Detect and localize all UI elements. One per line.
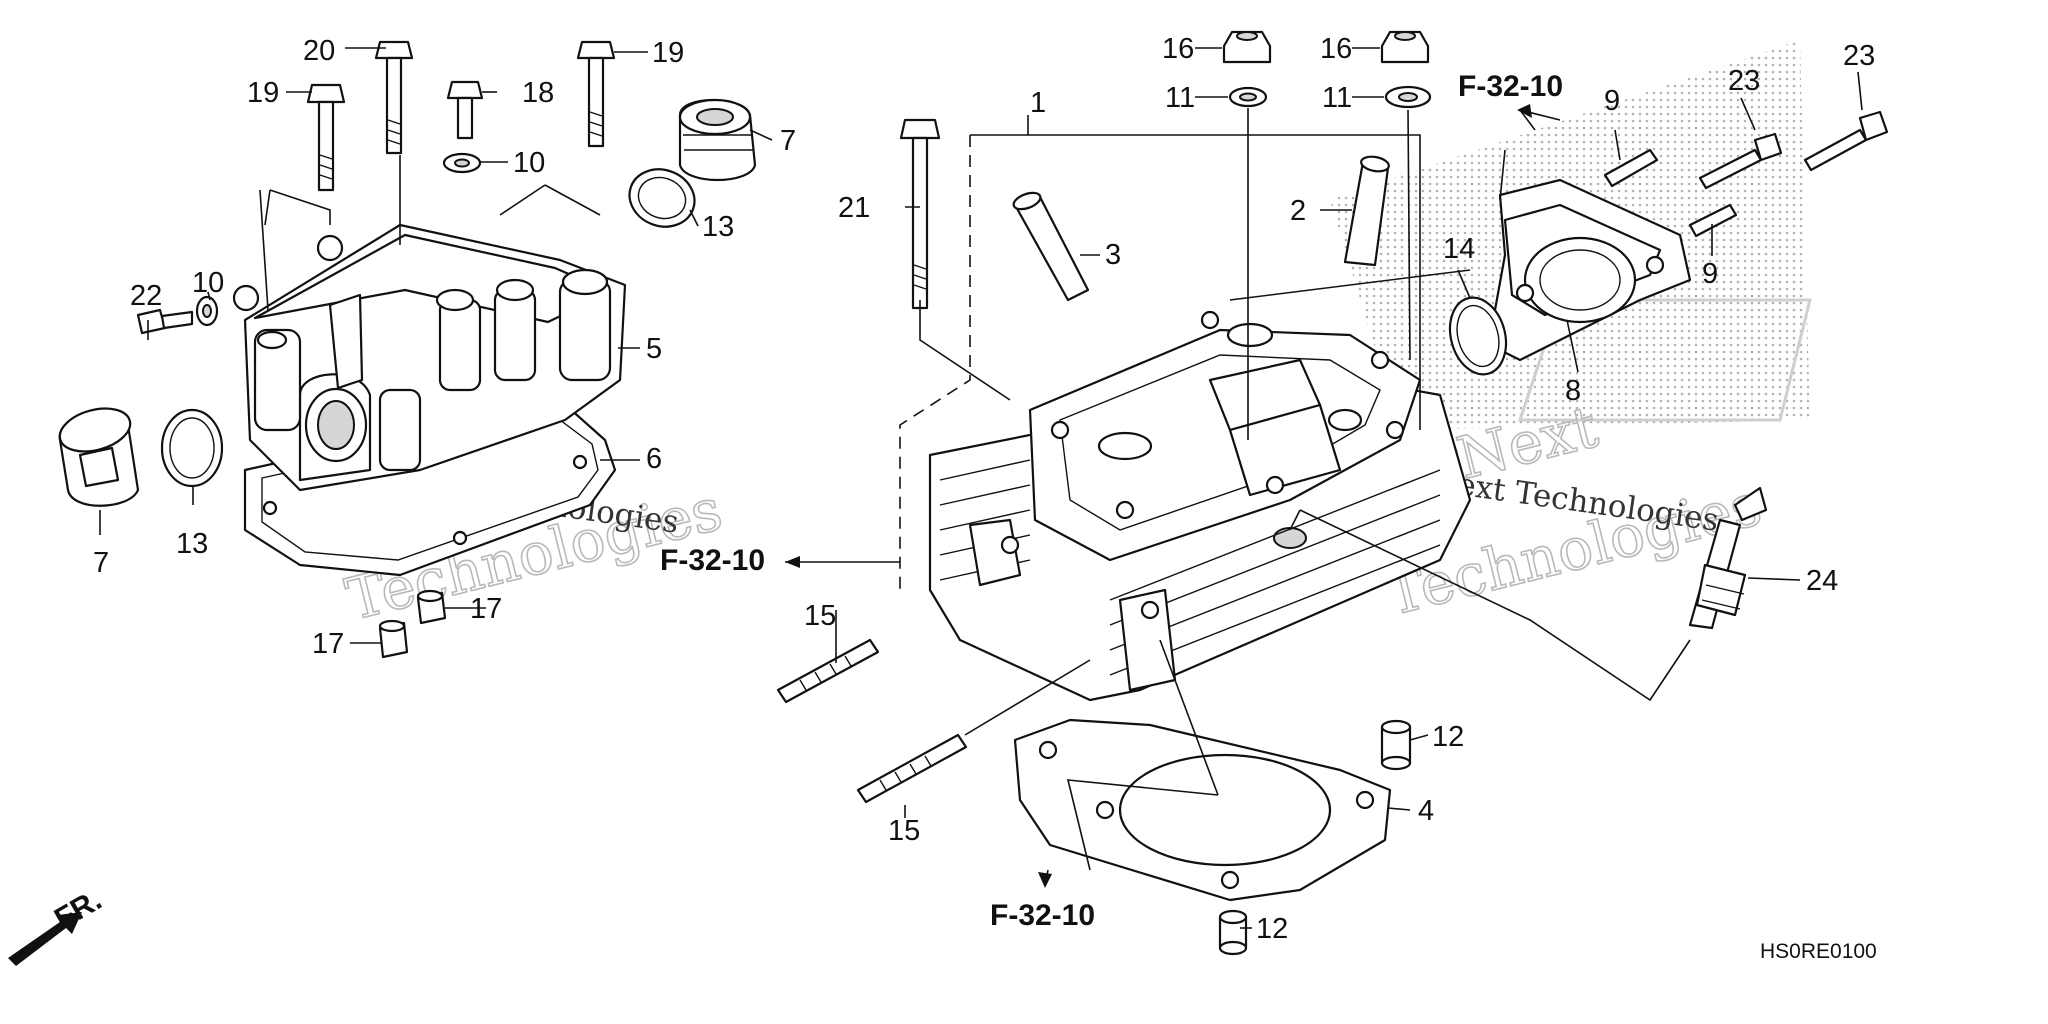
callout-21: 21 (838, 192, 870, 224)
bolt-18 (446, 80, 484, 140)
stud-15-lower (856, 733, 968, 804)
callout-labels: 1 2 3 4 5 6 7 7 8 9 9 10 10 11 11 12 12 … (93, 33, 1875, 945)
spark-plug-24 (1688, 486, 1768, 630)
cylinder-head-cover (232, 223, 627, 492)
callout-14: 14 (1443, 233, 1475, 265)
washer-10-top (442, 152, 482, 174)
callout-9-lower: 9 (1702, 258, 1718, 290)
callout-19-right: 19 (652, 37, 684, 69)
valve-guide-2 (1343, 155, 1390, 267)
callout-13-left: 13 (176, 528, 208, 560)
ref-f-32-10-bottom: F-32-10 (990, 899, 1095, 932)
callout-16-left: 16 (1162, 33, 1194, 65)
callout-3: 3 (1105, 239, 1121, 271)
bolt-21 (899, 118, 941, 310)
callout-10-top: 10 (513, 147, 545, 179)
reference-arrows (785, 104, 1532, 888)
o-ring-13-top (628, 168, 696, 228)
bolt-19-left (306, 83, 346, 192)
callout-2: 2 (1290, 195, 1306, 227)
bolt-22 (136, 308, 194, 335)
stud-9-upper (1603, 148, 1659, 188)
ref-f-32-10-top: F-32-10 (1458, 70, 1563, 103)
stud-15-upper (776, 638, 880, 704)
callout-8: 8 (1565, 375, 1581, 407)
dowel-12-upper (1380, 719, 1412, 771)
callout-6: 6 (646, 443, 662, 475)
washer-10-left (195, 295, 219, 327)
callout-15-lower: 15 (888, 815, 920, 847)
front-direction-arrow (8, 912, 82, 966)
callout-15-upper: 15 (804, 600, 836, 632)
bolt-19-center (576, 40, 616, 148)
filler-cap-7-left (58, 407, 140, 507)
valve-guide-3 (1012, 191, 1090, 302)
nut-16-left (1222, 30, 1272, 64)
bolt-23-right (1803, 110, 1889, 172)
callout-7-top: 7 (780, 125, 796, 157)
callout-24: 24 (1806, 565, 1838, 597)
callout-16-right: 16 (1320, 33, 1352, 65)
callout-1: 1 (1030, 87, 1046, 119)
ref-f-32-10-middle: F-32-10 (660, 544, 765, 577)
stud-9-lower (1688, 203, 1738, 238)
washer-11-left (1228, 86, 1268, 108)
cylinder-head-gasket (1013, 718, 1392, 902)
callout-10-left: 10 (192, 267, 224, 299)
bolt-23-middle (1698, 132, 1783, 190)
callout-20: 20 (303, 35, 335, 67)
washer-11-right (1384, 85, 1432, 109)
reference-labels: F-32-10 F-32-10 F-32-10 (660, 70, 1563, 932)
callout-17-upper: 17 (470, 593, 502, 625)
intake-insulator (1488, 178, 1692, 362)
o-ring-13-left (160, 408, 224, 488)
filler-cap-7-top (678, 98, 757, 181)
dowel-17-upper (416, 589, 447, 625)
callout-22: 22 (130, 280, 162, 312)
callout-11-left: 11 (1165, 82, 1195, 114)
bolt-20 (374, 40, 414, 155)
callout-5: 5 (646, 333, 662, 365)
callout-7-left: 7 (93, 547, 109, 579)
callout-19-left: 19 (247, 77, 279, 109)
diagram-code: HS0RE0100 (1760, 940, 1877, 963)
callout-23-right: 23 (1843, 40, 1875, 72)
callout-12-lower: 12 (1256, 913, 1288, 945)
callout-13-top: 13 (702, 211, 734, 243)
nut-16-right (1380, 30, 1430, 64)
cylinder-head (928, 310, 1472, 702)
callout-11-right: 11 (1322, 82, 1352, 114)
callout-17-lower: 17 (312, 628, 344, 660)
callout-9-upper: 9 (1604, 85, 1620, 117)
dowel-17-lower (378, 619, 409, 659)
callout-12-upper: 12 (1432, 721, 1464, 753)
callout-18: 18 (522, 77, 554, 109)
callout-4: 4 (1418, 795, 1434, 827)
dowel-12-lower (1218, 909, 1248, 956)
callout-23-middle: 23 (1728, 65, 1760, 97)
o-ring-14 (1448, 296, 1508, 376)
